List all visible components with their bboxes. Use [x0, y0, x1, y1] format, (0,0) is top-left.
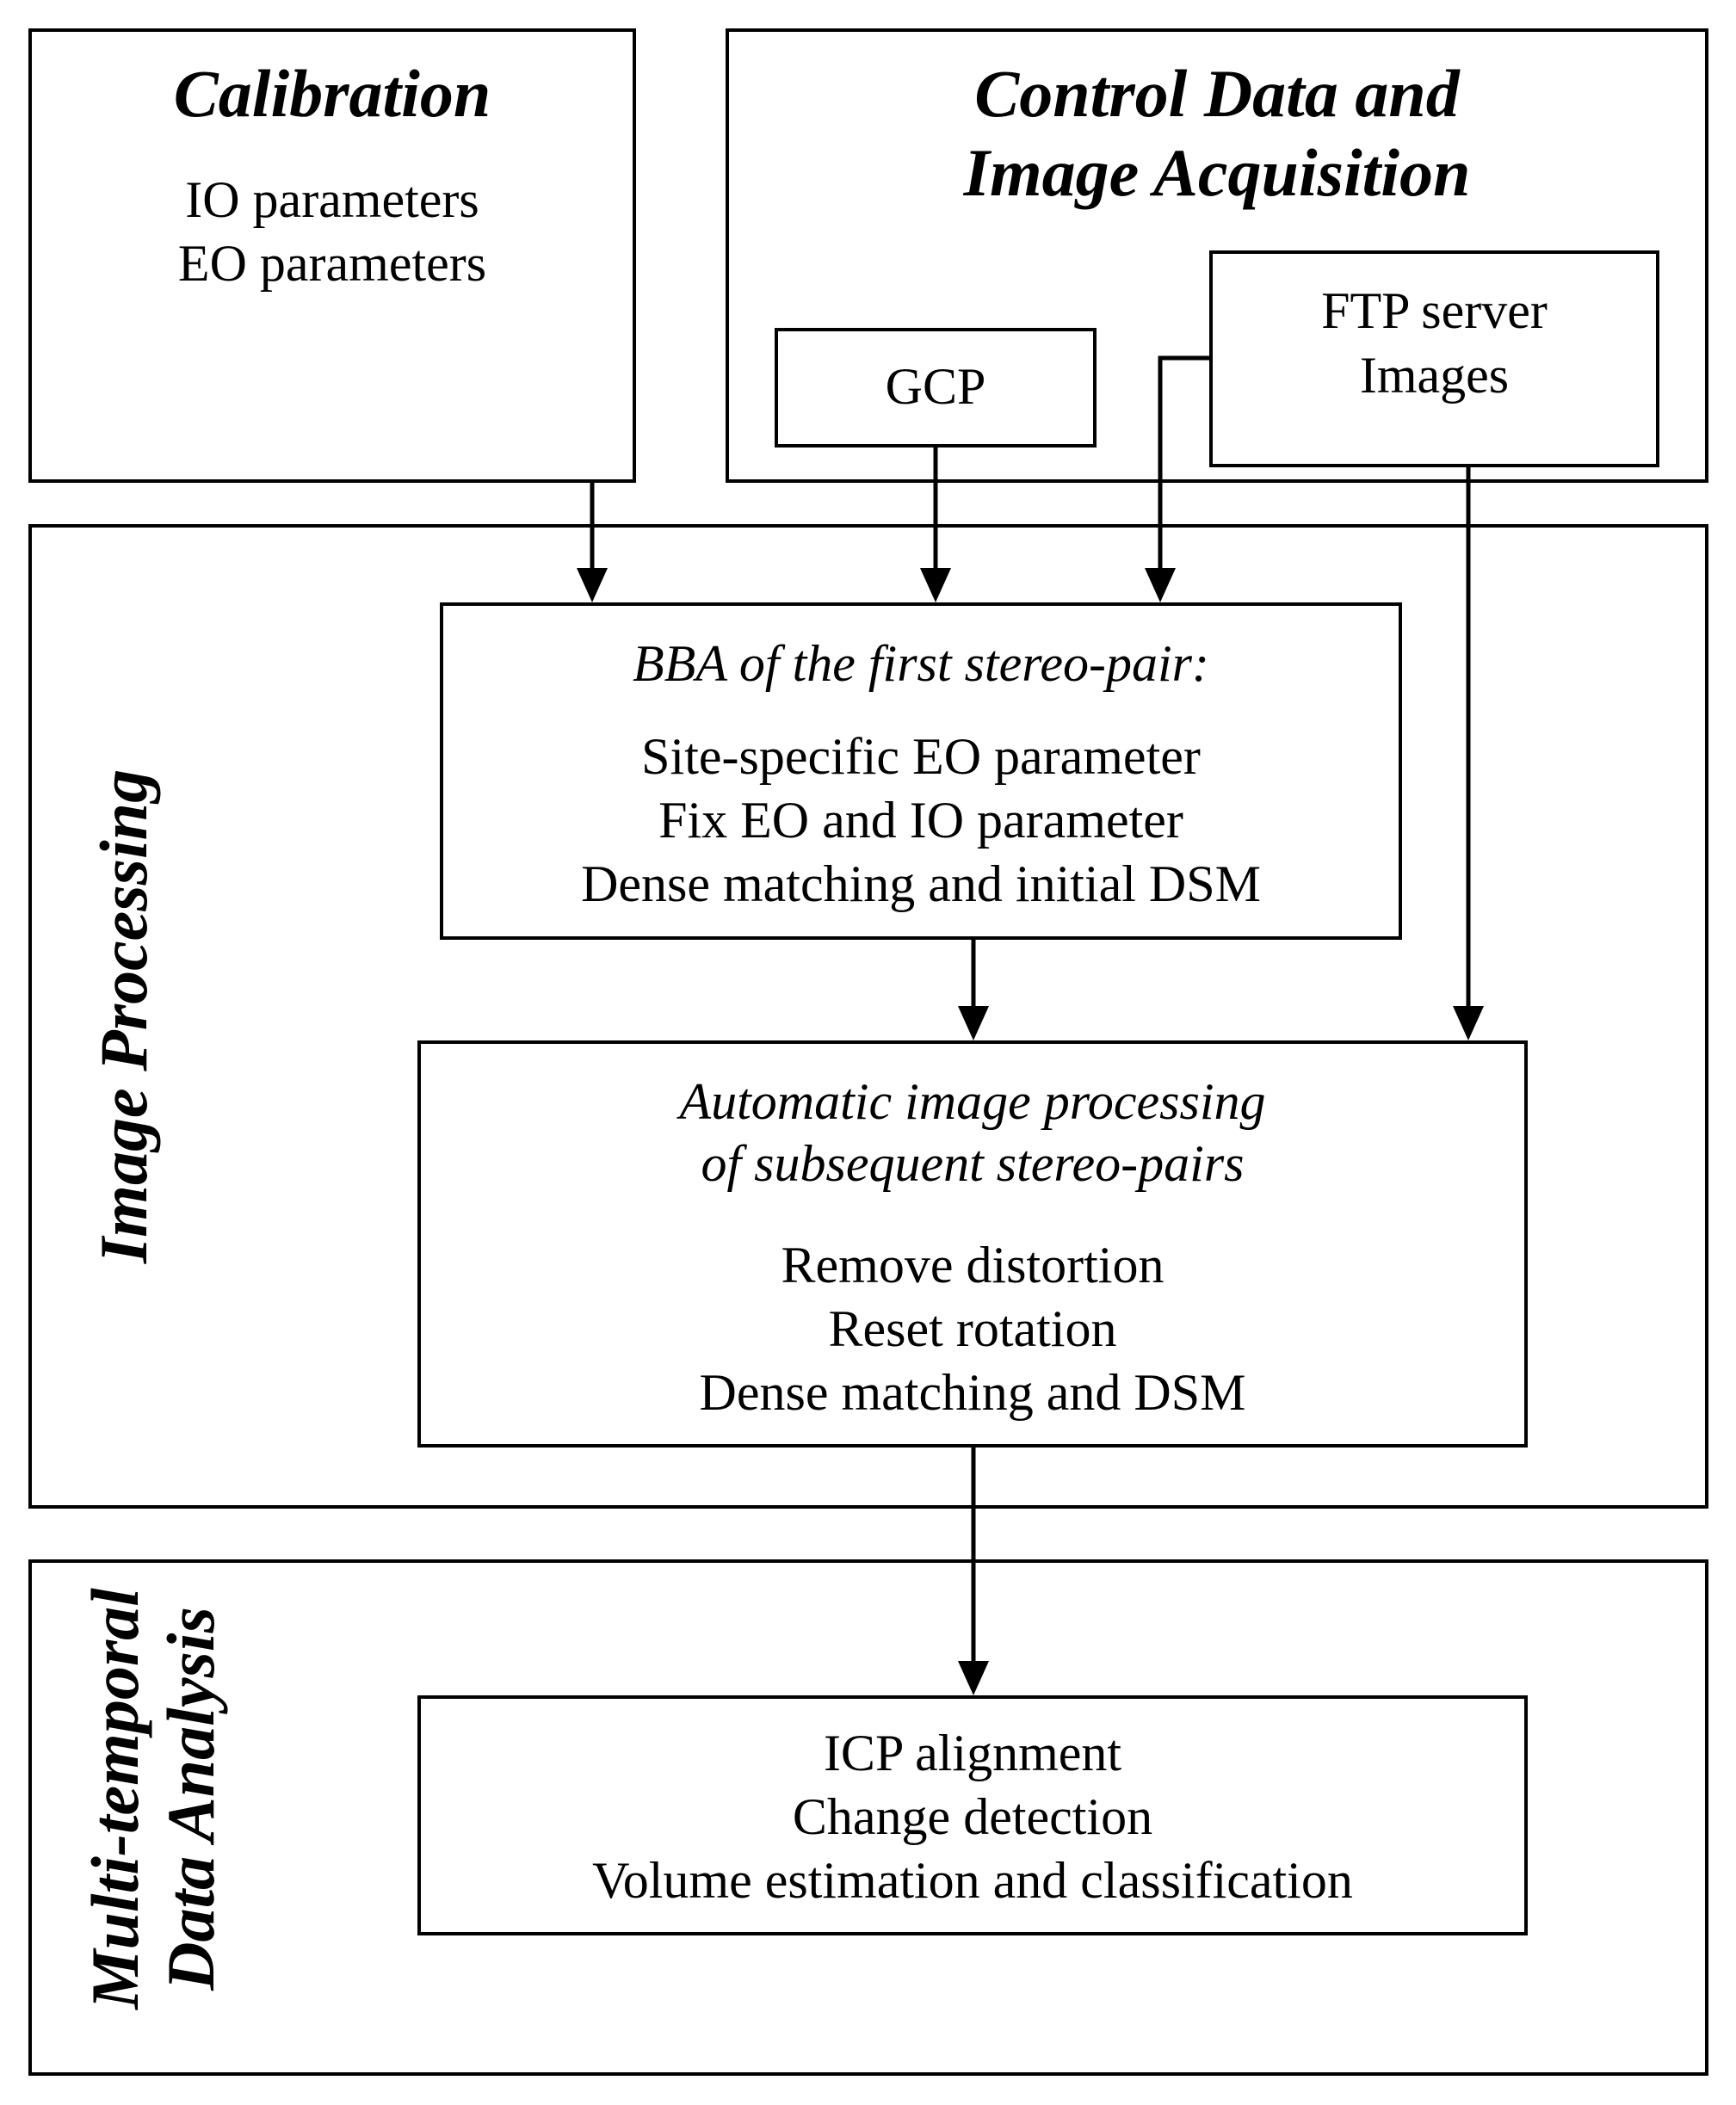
ftp-images-label: Images [1359, 347, 1510, 404]
automatic-processing-box [417, 1040, 1528, 1448]
arrowhead-calibration-to-bba [577, 568, 608, 602]
bba-heading: BBA of the first stereo-pair: [633, 635, 1209, 692]
control-data-panel [726, 28, 1708, 483]
analysis-line-change-detection: Change detection [792, 1788, 1153, 1845]
automatic-heading-line1: Automatic image processing [679, 1073, 1266, 1130]
arrowhead-ftp-to-automatic [1453, 1006, 1484, 1040]
arrowhead-gcp-to-bba [920, 568, 951, 602]
ftp-server-box [1209, 250, 1659, 467]
control-data-title-line2: Image Acquisition [963, 135, 1471, 210]
bba-line-fix-eo-io: Fix EO and IO parameter [658, 792, 1183, 849]
automatic-line-dense-matching: Dense matching and DSM [699, 1364, 1246, 1421]
ftp-server-label: FTP server [1321, 282, 1548, 339]
analysis-line-volume: Volume estimation and classification [592, 1852, 1353, 1909]
gcp-box [775, 328, 1097, 448]
automatic-heading-line2: of subsequent stereo-pairs [701, 1135, 1245, 1192]
bba-line-site-specific: Site-specific EO parameter [641, 728, 1201, 785]
calibration-title: Calibration [173, 56, 491, 131]
gcp-label: GCP [885, 358, 986, 415]
image-processing-panel [28, 524, 1708, 1509]
arrow-ftp-to-bba [1158, 355, 1209, 568]
automatic-line-remove-distortion: Remove distortion [781, 1237, 1165, 1293]
arrowhead-ftp-to-bba [1145, 568, 1176, 602]
calibration-panel [28, 28, 636, 483]
analysis-line-icp: ICP alignment [823, 1725, 1122, 1781]
analysis-box [417, 1695, 1528, 1935]
automatic-line-reset-rotation: Reset rotation [828, 1300, 1117, 1357]
data-analysis-panel [28, 1559, 1708, 2076]
calibration-io-line: IO parameters [185, 171, 479, 228]
bba-line-dense-matching: Dense matching and initial DSM [581, 855, 1261, 912]
arrowhead-automatic-to-analysis [958, 1661, 989, 1695]
control-data-title-line1: Control Data and [974, 56, 1460, 131]
bba-box [440, 602, 1402, 940]
calibration-eo-line: EO parameters [177, 235, 487, 292]
arrowhead-bba-to-automatic [958, 1006, 989, 1040]
